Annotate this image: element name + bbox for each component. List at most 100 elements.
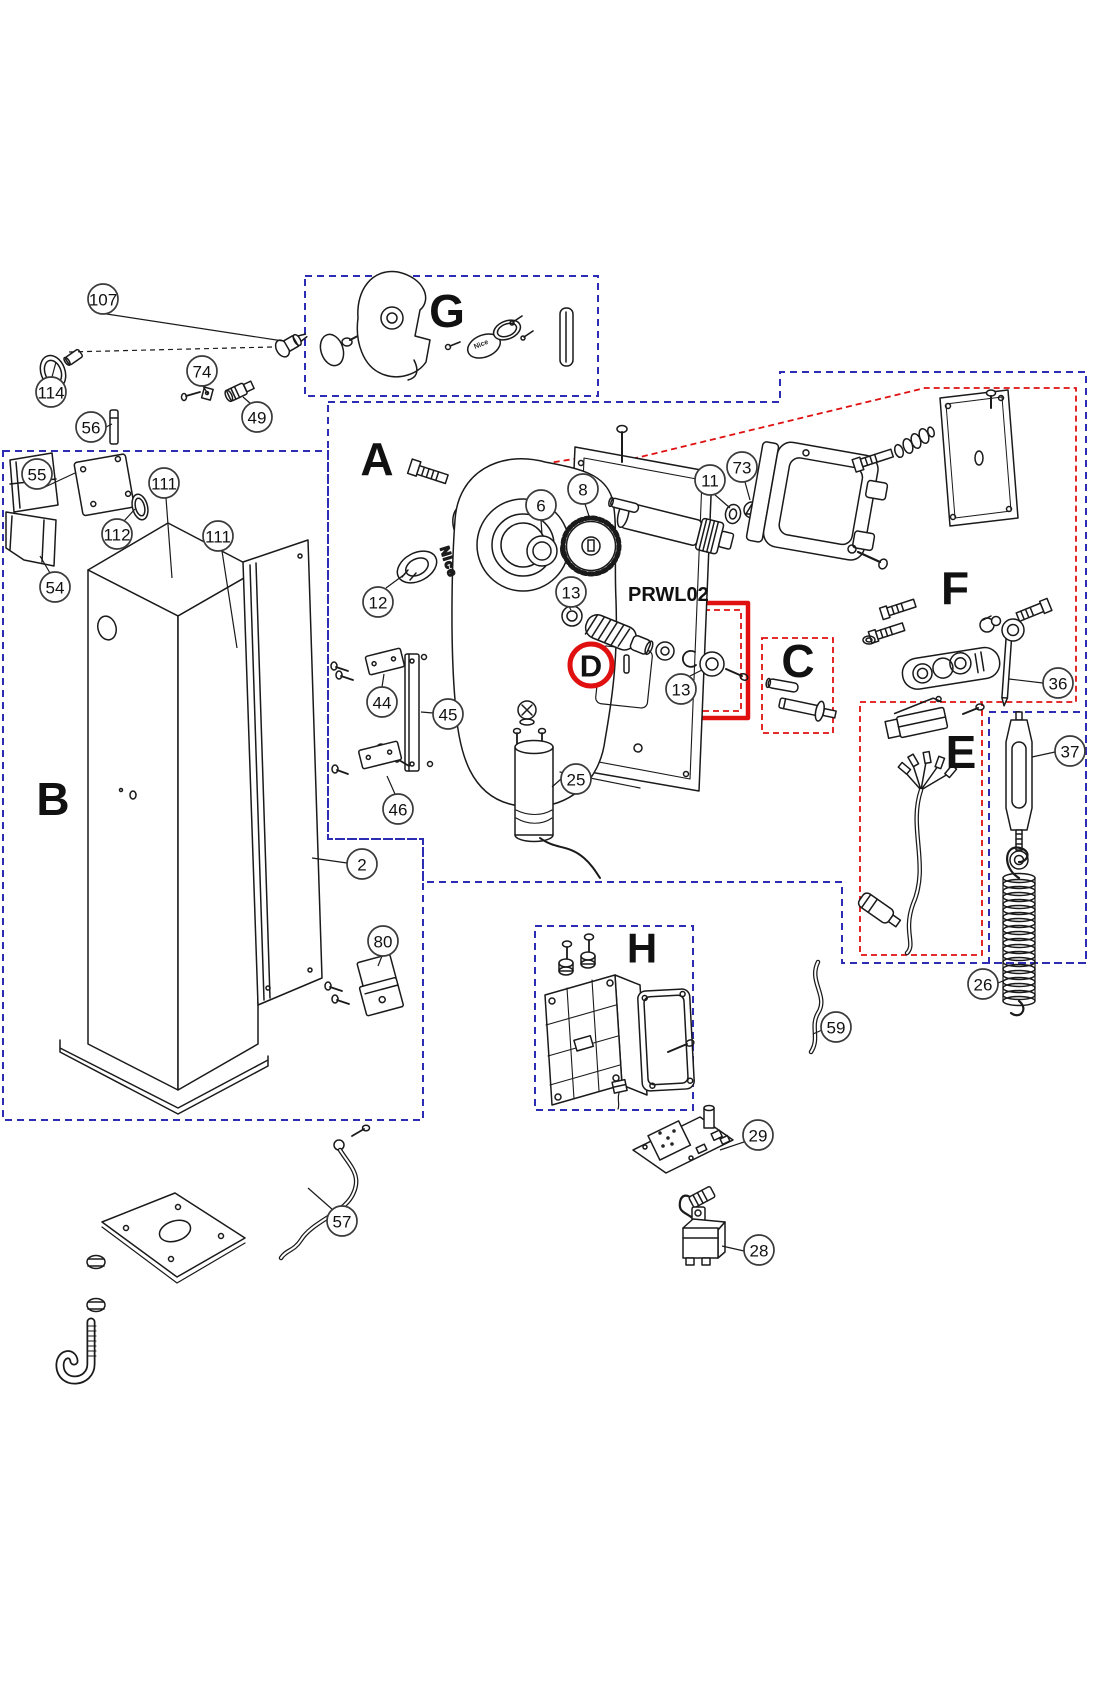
callout-74: 74: [186, 355, 218, 387]
callout-73: 73: [726, 451, 758, 483]
svg-text:13: 13: [562, 584, 581, 603]
svg-text:45: 45: [439, 706, 458, 725]
nut-13-upper: [561, 605, 583, 627]
callout-80: 80: [367, 925, 399, 957]
svg-text:56: 56: [82, 419, 101, 438]
worm-gear-D: [584, 614, 654, 674]
mount-plate-F: [939, 389, 1019, 527]
post-column: [59, 522, 269, 1115]
section-D-highlight-circle: [567, 641, 615, 689]
clip-screw-74: [180, 386, 214, 402]
svg-text:44: 44: [373, 694, 392, 713]
callout-36: 36: [1042, 667, 1074, 699]
pin-bar-56: [109, 409, 119, 445]
callout-56: 56: [75, 411, 107, 443]
svg-text:36: 36: [1049, 675, 1068, 694]
brand-plate-G: [444, 315, 534, 359]
svg-text:29: 29: [749, 1127, 768, 1146]
pin-and-bolt-C: [765, 677, 837, 722]
svg-text:55: 55: [28, 466, 47, 485]
motor-mount-bracket: [745, 441, 889, 570]
svg-text:49: 49: [248, 409, 267, 428]
callout-28: 28: [743, 1234, 775, 1266]
capacitor-25: [512, 700, 601, 879]
gearmotor-housing: Nice: [406, 424, 713, 808]
section-label-C: C: [781, 635, 814, 687]
callout-59: 59: [820, 1011, 852, 1043]
svg-text:111: 111: [205, 528, 231, 547]
section-label-H: H: [627, 925, 657, 972]
callout-13-upper: 13: [555, 576, 587, 608]
svg-text:6: 6: [536, 497, 545, 516]
svg-text:74: 74: [193, 363, 212, 382]
section-label-D: D: [580, 649, 602, 684]
callout-107: 107: [87, 283, 119, 315]
svg-text:8: 8: [578, 481, 587, 500]
section-label-F: F: [941, 562, 969, 614]
svg-text:73: 73: [733, 459, 752, 478]
svg-text:54: 54: [46, 579, 65, 598]
callout-44: 44: [366, 686, 398, 718]
bearing-12: [396, 550, 438, 584]
svg-text:111: 111: [151, 475, 177, 494]
callout-11: 11: [694, 464, 726, 496]
group-box-B: [2, 450, 424, 1121]
callout-46: 46: [382, 793, 414, 825]
washers-clip-D: [655, 641, 749, 681]
anchor-j-bolt: [55, 1317, 97, 1385]
callout-112: 112: [101, 518, 133, 550]
svg-text:46: 46: [389, 801, 408, 820]
junction-box-H: [544, 933, 695, 1110]
lock-bracket-80: [324, 953, 404, 1017]
group-box-F-red: [602, 387, 1077, 703]
svg-text:80: 80: [374, 933, 393, 952]
group-boxes-blue: [2, 275, 1087, 1121]
svg-text:25: 25: [567, 771, 586, 790]
section-label-G: G: [429, 285, 465, 337]
output-shaft-11: [608, 496, 761, 555]
callout-49: 49: [241, 401, 273, 433]
microswitch-E: [884, 695, 985, 740]
base-plate: [101, 1192, 246, 1284]
section-label-B: B: [36, 773, 69, 825]
section-label-A: A: [360, 433, 393, 485]
release-lever-F: [901, 615, 1002, 690]
svg-text:59: 59: [827, 1019, 846, 1038]
bolts-F: [862, 598, 917, 645]
svg-text:11: 11: [701, 472, 719, 491]
callout-8: 8: [567, 473, 599, 505]
svg-text:114: 114: [37, 384, 64, 403]
callout-111-a: 111: [148, 467, 180, 499]
callout-57: 57: [326, 1205, 358, 1237]
gasket-112: [131, 493, 149, 521]
callout-54: 54: [39, 571, 71, 603]
section-labels: G A B C E F H D PRWL02 Nice: [36, 285, 976, 972]
callout-12: 12: [362, 586, 394, 618]
svg-text:107: 107: [89, 291, 117, 310]
turnbuckle-37: [1005, 711, 1033, 870]
callout-13-lower: 13: [665, 673, 697, 705]
group-box-H: [534, 925, 694, 1111]
wiring-harness-E: [857, 750, 958, 956]
pcb-board-29: [632, 1104, 734, 1174]
bracket-44: [330, 647, 405, 681]
section-label-E: E: [946, 726, 977, 778]
bracket-54: [5, 511, 57, 567]
svg-text:12: 12: [369, 594, 388, 613]
group-box-E-red: [859, 701, 983, 956]
transformer-28: [678, 1186, 726, 1266]
plug-49: [224, 380, 255, 403]
anchor-nuts: [86, 1254, 106, 1313]
bracket-46: [331, 740, 403, 775]
callout-2: 2: [346, 848, 378, 880]
door-panel-2: [242, 539, 323, 1006]
svg-text:28: 28: [750, 1242, 769, 1261]
callout-25: 25: [560, 763, 592, 795]
group-box-G: [304, 275, 599, 397]
callout-45: 45: [432, 698, 464, 730]
callout-26: 26: [967, 968, 999, 1000]
group-box-spring: [988, 711, 1087, 964]
callout-111-b: 111: [202, 520, 234, 552]
